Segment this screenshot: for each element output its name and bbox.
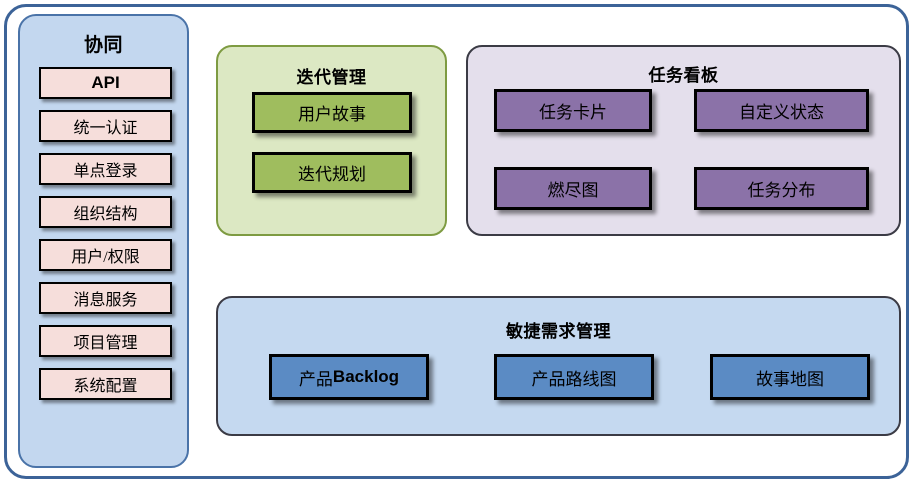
box-task-card[interactable]: 任务卡片 (494, 89, 652, 132)
sidebar-item-list: API 统一认证 单点登录 组织结构 用户/权限 消息服务 项目管理 系统配置 (39, 67, 172, 411)
sidebar-title: 协同 (83, 35, 123, 56)
box-label: 产品路线图 (531, 369, 617, 389)
box-custom-status[interactable]: 自定义状态 (694, 89, 869, 132)
box-story-map[interactable]: 故事地图 (710, 354, 870, 400)
sidebar-item-message-service[interactable]: 消息服务 (39, 282, 172, 314)
sidebar-item-label: API (91, 73, 120, 92)
box-iteration-planning[interactable]: 迭代规划 (252, 152, 412, 193)
sidebar-item-api[interactable]: API (39, 67, 172, 99)
box-label-suffix: Backlog (332, 367, 400, 386)
box-label: 任务分布 (747, 181, 816, 200)
sidebar-item-label: 组织结构 (73, 206, 138, 223)
box-label: 用户故事 (298, 105, 366, 124)
sidebar-panel-collaboration[interactable]: 协同 API 统一认证 单点登录 组织结构 用户/权限 消息服务 项目管理 (18, 14, 189, 468)
box-user-story[interactable]: 用户故事 (252, 92, 412, 133)
panel-task-board[interactable]: 任务看板 任务卡片 自定义状态 燃尽图 任务分布 (466, 45, 901, 236)
box-burndown-chart[interactable]: 燃尽图 (494, 167, 652, 210)
box-label: 迭代规划 (298, 165, 366, 184)
sidebar-item-project-management[interactable]: 项目管理 (39, 325, 172, 357)
box-product-roadmap[interactable]: 产品路线图 (494, 354, 654, 400)
sidebar-item-user-permissions[interactable]: 用户/权限 (39, 239, 172, 271)
box-label: 自定义状态 (739, 103, 824, 122)
sidebar-item-label: 消息服务 (73, 292, 138, 309)
box-label: 任务卡片 (539, 103, 607, 122)
sidebar-item-unified-auth[interactable]: 统一认证 (39, 110, 172, 142)
sidebar-item-label: 项目管理 (73, 335, 138, 352)
box-label-prefix: 产品 (298, 369, 333, 389)
panel-title-iteration-management: 迭代管理 (296, 68, 367, 87)
box-task-distribution[interactable]: 任务分布 (694, 167, 869, 210)
sidebar-item-label: 单点登录 (73, 163, 138, 180)
sidebar-item-label: 统一认证 (73, 120, 138, 137)
sidebar-item-org-structure[interactable]: 组织结构 (39, 196, 172, 228)
box-label: 燃尽图 (547, 181, 599, 200)
panel-iteration-management[interactable]: 迭代管理 用户故事 迭代规划 (216, 45, 447, 236)
panel-title-agile-requirements-management: 敏捷需求管理 (506, 322, 611, 341)
panel-title-task-board: 任务看板 (648, 66, 719, 85)
sidebar-item-single-sign-on[interactable]: 单点登录 (39, 153, 172, 185)
box-label: 故事地图 (756, 369, 824, 389)
sidebar-item-system-config[interactable]: 系统配置 (39, 368, 172, 400)
sidebar-item-label: 用户/权限 (71, 249, 140, 266)
sidebar-item-label: 系统配置 (73, 378, 138, 395)
